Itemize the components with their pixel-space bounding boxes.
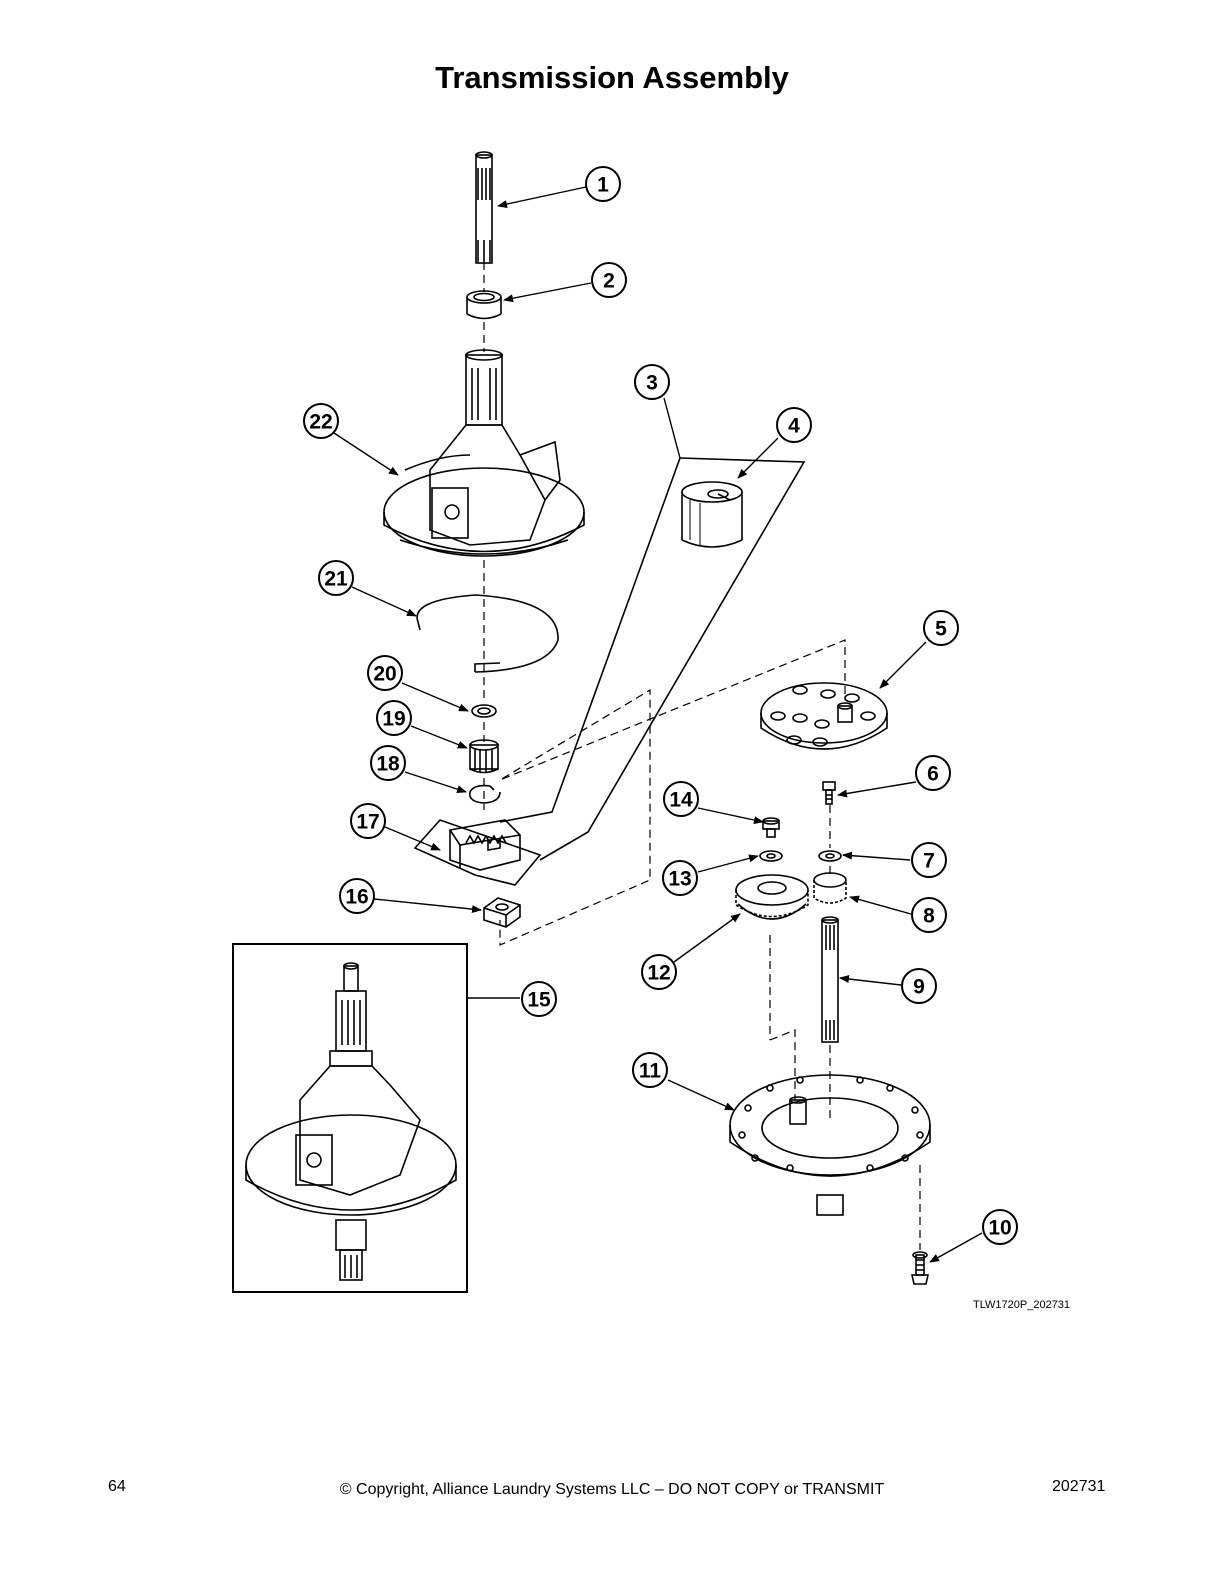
callout-7: 7 <box>923 850 935 873</box>
callout-18: 18 <box>376 753 400 776</box>
inset-complete-assembly <box>232 943 468 1293</box>
callout-3: 3 <box>646 372 658 395</box>
callout-20: 20 <box>373 663 396 686</box>
part-small-gear <box>813 872 847 904</box>
callout-11: 11 <box>639 1060 662 1083</box>
part-nut <box>483 897 521 928</box>
callout-4: 4 <box>788 415 800 438</box>
part-stud <box>822 781 836 805</box>
callout-17: 17 <box>356 811 379 834</box>
part-washer-13 <box>759 850 783 862</box>
kit-outline <box>499 457 806 861</box>
leader-lines <box>333 186 983 1263</box>
drawing-code: TLW1720P_202731 <box>973 1299 1070 1311</box>
part-bushing <box>466 290 502 320</box>
callout-8: 8 <box>923 905 935 928</box>
part-shaft-lower <box>821 916 839 1043</box>
callout-15: 15 <box>527 989 551 1012</box>
page-number: 64 <box>108 1478 126 1495</box>
part-screw-14 <box>762 817 780 838</box>
part-snap-ring <box>468 784 501 804</box>
callout-21: 21 <box>324 568 348 591</box>
part-cylinder <box>681 481 743 548</box>
part-drive-disc <box>760 682 888 750</box>
callout-1: 1 <box>597 174 609 197</box>
copyright-notice: © Copyright, Alliance Laundry Systems LL… <box>339 1481 885 1498</box>
callout-9: 9 <box>913 976 925 999</box>
page-title: Transmission Assembly <box>435 60 789 95</box>
callout-2: 2 <box>603 270 615 293</box>
part-shaft-upper <box>475 151 493 264</box>
callout-22: 22 <box>309 411 332 434</box>
callout-13: 13 <box>668 868 691 891</box>
part-brake-band <box>416 594 559 673</box>
callout-14: 14 <box>669 789 693 812</box>
callout-circles <box>303 166 1018 1245</box>
callout-12: 12 <box>647 962 670 985</box>
part-pinion-gear <box>469 739 499 774</box>
part-washer-7 <box>818 850 842 862</box>
callout-6: 6 <box>927 763 939 786</box>
callout-19: 19 <box>382 708 405 731</box>
part-rack-block <box>413 819 542 886</box>
callout-5: 5 <box>935 618 947 641</box>
part-washer-20 <box>471 704 497 718</box>
part-large-gear <box>735 874 809 920</box>
part-bolt <box>911 1251 929 1285</box>
callout-16: 16 <box>345 886 368 909</box>
part-gear-case-cover <box>729 1074 931 1216</box>
part-transmission-housing <box>383 349 585 557</box>
callout-10: 10 <box>988 1217 1011 1240</box>
document-number: 202731 <box>1052 1478 1106 1495</box>
